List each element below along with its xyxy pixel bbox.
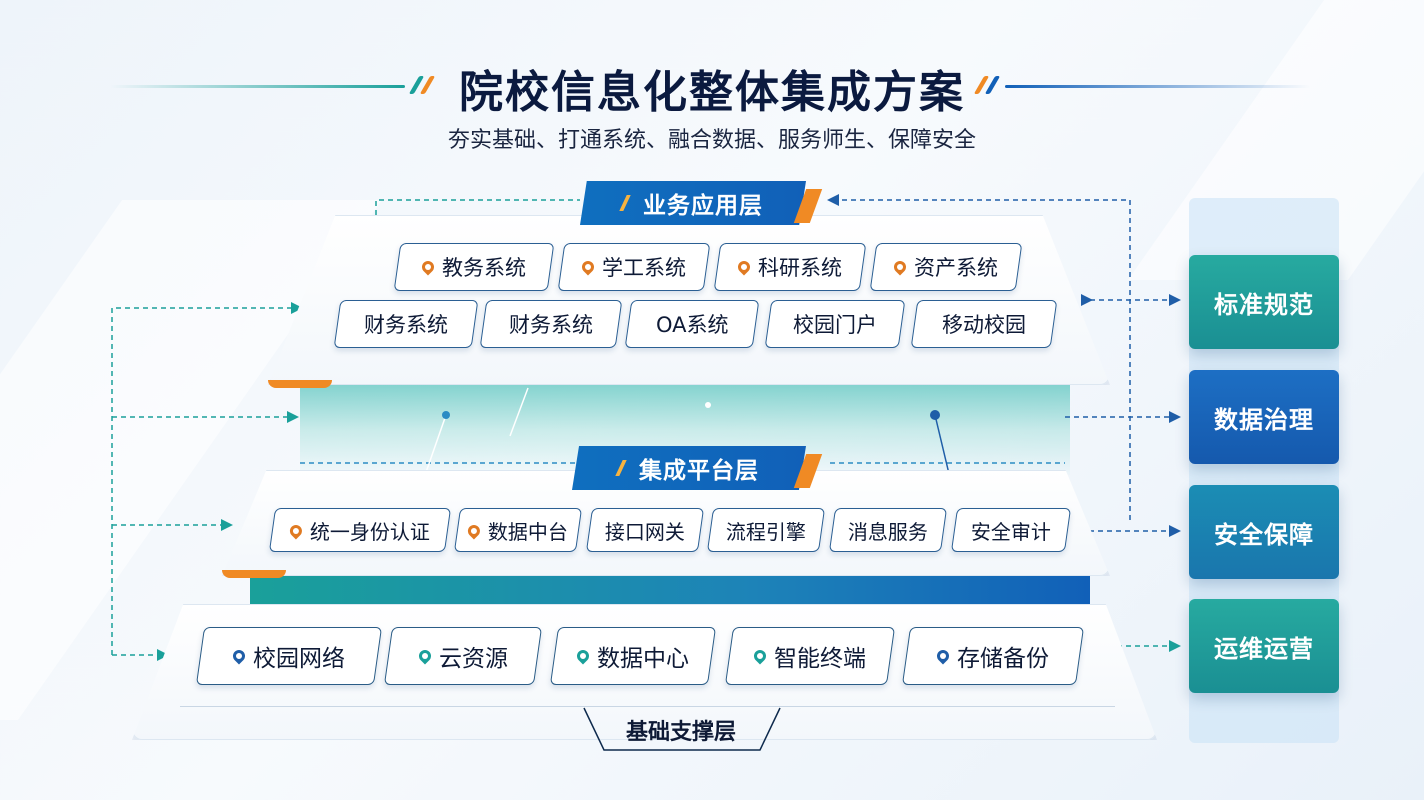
foundation-resource-box[interactable]: 存储备份 xyxy=(901,627,1085,685)
business-system-box[interactable]: 财务系统 xyxy=(479,300,623,348)
location-pin-icon xyxy=(230,647,248,665)
business-system-box[interactable]: 移动校园 xyxy=(910,300,1058,348)
foundation-resource-box[interactable]: 云资源 xyxy=(383,627,543,685)
business-layer-label: 业务应用层 xyxy=(643,193,763,219)
location-pin-icon xyxy=(465,521,483,539)
business-system-box[interactable]: 教务系统 xyxy=(393,243,555,291)
location-pin-icon xyxy=(891,258,909,276)
glow-band-lower xyxy=(250,576,1090,606)
platform-service-box[interactable]: 数据中台 xyxy=(453,508,583,552)
title-line-right xyxy=(1005,85,1310,88)
page-subtitle: 夯实基础、打通系统、融合数据、服务师生、保障安全 xyxy=(447,128,976,153)
side-item-standards[interactable]: 标准规范 xyxy=(1189,255,1339,349)
platform-service-box[interactable]: 流程引擎 xyxy=(706,508,826,552)
business-layer-edge xyxy=(268,380,332,388)
platform-service-box[interactable]: 消息服务 xyxy=(828,508,948,552)
business-layer-tag: 业务应用层 xyxy=(580,181,806,225)
platform-service-box[interactable]: 接口网关 xyxy=(585,508,705,552)
foundation-resource-box[interactable]: 智能终端 xyxy=(724,627,896,685)
business-system-box[interactable]: 财务系统 xyxy=(333,300,479,348)
location-pin-icon xyxy=(934,647,952,665)
business-system-box[interactable]: 学工系统 xyxy=(557,243,711,291)
foundation-resource-box[interactable]: 数据中心 xyxy=(549,627,717,685)
tag-slash-icon xyxy=(619,195,631,211)
location-pin-icon xyxy=(287,521,305,539)
side-item-data-governance[interactable]: 数据治理 xyxy=(1189,370,1339,464)
tag-slash-icon xyxy=(615,460,627,476)
business-system-box[interactable]: 科研系统 xyxy=(713,243,867,291)
location-pin-icon xyxy=(574,647,592,665)
platform-layer-label: 集成平台层 xyxy=(639,458,759,484)
location-pin-icon xyxy=(735,258,753,276)
platform-service-box[interactable]: 安全审计 xyxy=(950,508,1072,552)
business-system-box[interactable]: 校园门户 xyxy=(764,300,906,348)
platform-layer-tag: 集成平台层 xyxy=(572,446,806,490)
location-pin-icon xyxy=(419,258,437,276)
location-pin-icon xyxy=(416,647,433,665)
location-pin-icon xyxy=(751,647,769,665)
page-title: 院校信息化整体集成方案 xyxy=(459,67,965,118)
business-system-box[interactable]: OA系统 xyxy=(624,300,760,348)
location-pin-icon xyxy=(579,258,597,276)
platform-service-box[interactable]: 统一身份认证 xyxy=(268,508,452,552)
title-line-left xyxy=(110,85,405,88)
foundation-label-frame xyxy=(583,707,781,751)
foundation-resource-box[interactable]: 校园网络 xyxy=(195,627,383,685)
platform-layer-edge xyxy=(222,570,286,578)
side-item-security[interactable]: 安全保障 xyxy=(1189,485,1339,579)
foundation-divider xyxy=(180,706,1115,707)
foundation-layer-label: 基础支撑层 xyxy=(625,720,736,745)
business-system-box[interactable]: 资产系统 xyxy=(869,243,1023,291)
side-item-operations[interactable]: 运维运营 xyxy=(1189,599,1339,693)
